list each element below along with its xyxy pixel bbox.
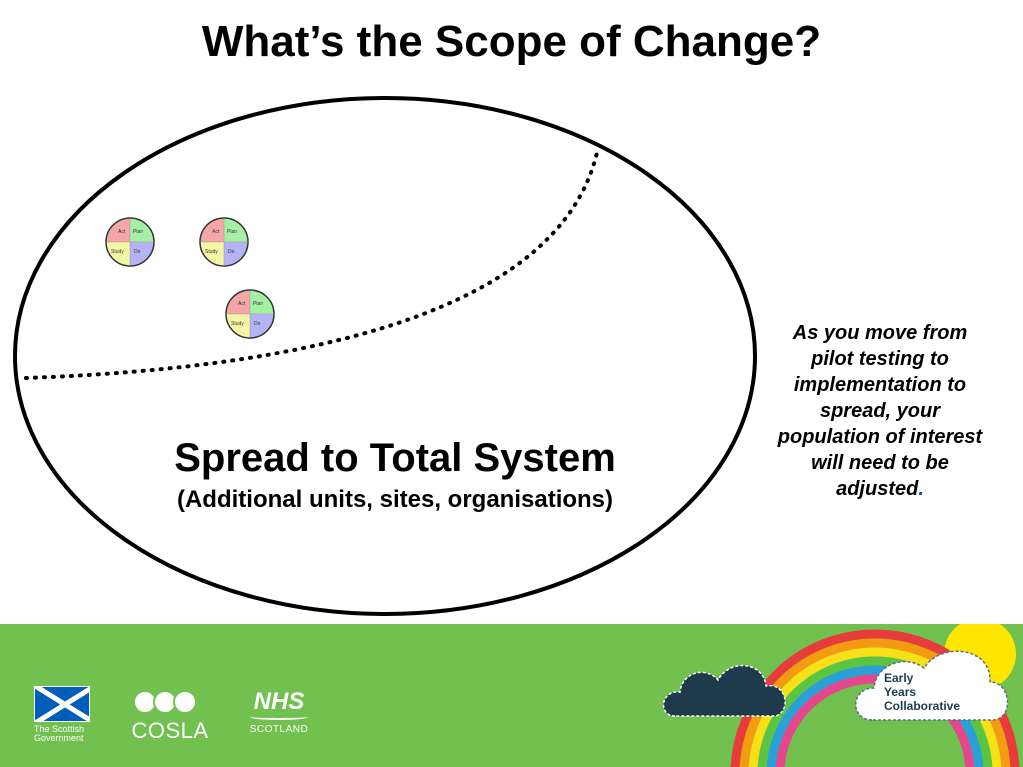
side-note: As you move from pilot testing to implem…	[770, 320, 990, 502]
scottish-government-label: The Scottish Government	[34, 724, 85, 743]
total-system-ellipse	[13, 96, 757, 616]
side-note-end-mark: .	[918, 478, 924, 500]
nhs-label: NHS	[253, 688, 305, 715]
white-cloud-icon	[855, 650, 1009, 721]
dark-cloud-icon	[662, 664, 786, 717]
pdsa-study-label: Study	[231, 321, 244, 327]
pdsa-act-label: Act	[238, 301, 246, 307]
early-years-collaborative-logo: Early Years Collaborative	[662, 624, 1020, 767]
scope-diagram: Act Plan Study Do Act Plan Study Do Act …	[13, 96, 757, 616]
saltire-flag-icon	[34, 686, 90, 722]
pdsa-plan-label: Plan	[133, 229, 143, 235]
pdsa-act-label: Act	[212, 229, 220, 235]
nhs-scotland-logo: NHS SCOTLAND	[244, 690, 314, 735]
pdsa-study-label: Study	[111, 249, 124, 255]
scottish-government-logo: The Scottish Government	[34, 686, 90, 743]
pdsa-plan-label: Plan	[227, 229, 237, 235]
spread-subheading: (Additional units, sites, organisations)	[176, 486, 614, 513]
cosla-rings-icon	[124, 690, 210, 714]
pdsa-act-label: Act	[118, 229, 126, 235]
eyc-label-line1: Early	[884, 671, 914, 685]
spread-heading: Spread to Total System	[174, 436, 616, 480]
nhs-swoosh-icon	[250, 714, 308, 720]
slide-title: What’s the Scope of Change?	[201, 17, 822, 66]
cosla-logo: COSLA	[130, 690, 210, 744]
pdsa-cycle: Act Plan Study Do	[199, 217, 249, 267]
pdsa-study-label: Study	[205, 249, 218, 255]
cosla-label: COSLA	[131, 718, 209, 743]
footer-banner: The Scottish Government COSLA NHS SCOTLA…	[0, 624, 1023, 767]
pdsa-do-label: Do	[254, 321, 261, 327]
nhs-scotland-label: SCOTLAND	[249, 724, 309, 735]
pdsa-do-label: Do	[134, 249, 141, 255]
eyc-label-line3: Collaborative	[884, 699, 960, 713]
eyc-label-line2: Years	[884, 685, 916, 699]
pdsa-do-label: Do	[228, 249, 235, 255]
side-note-text: As you move from pilot testing to implem…	[777, 322, 983, 500]
pdsa-cycle: Act Plan Study Do	[225, 289, 275, 339]
pdsa-plan-label: Plan	[253, 301, 263, 307]
implementation-boundary-dotted-line	[24, 146, 600, 380]
pdsa-cycle: Act Plan Study Do	[105, 217, 155, 267]
